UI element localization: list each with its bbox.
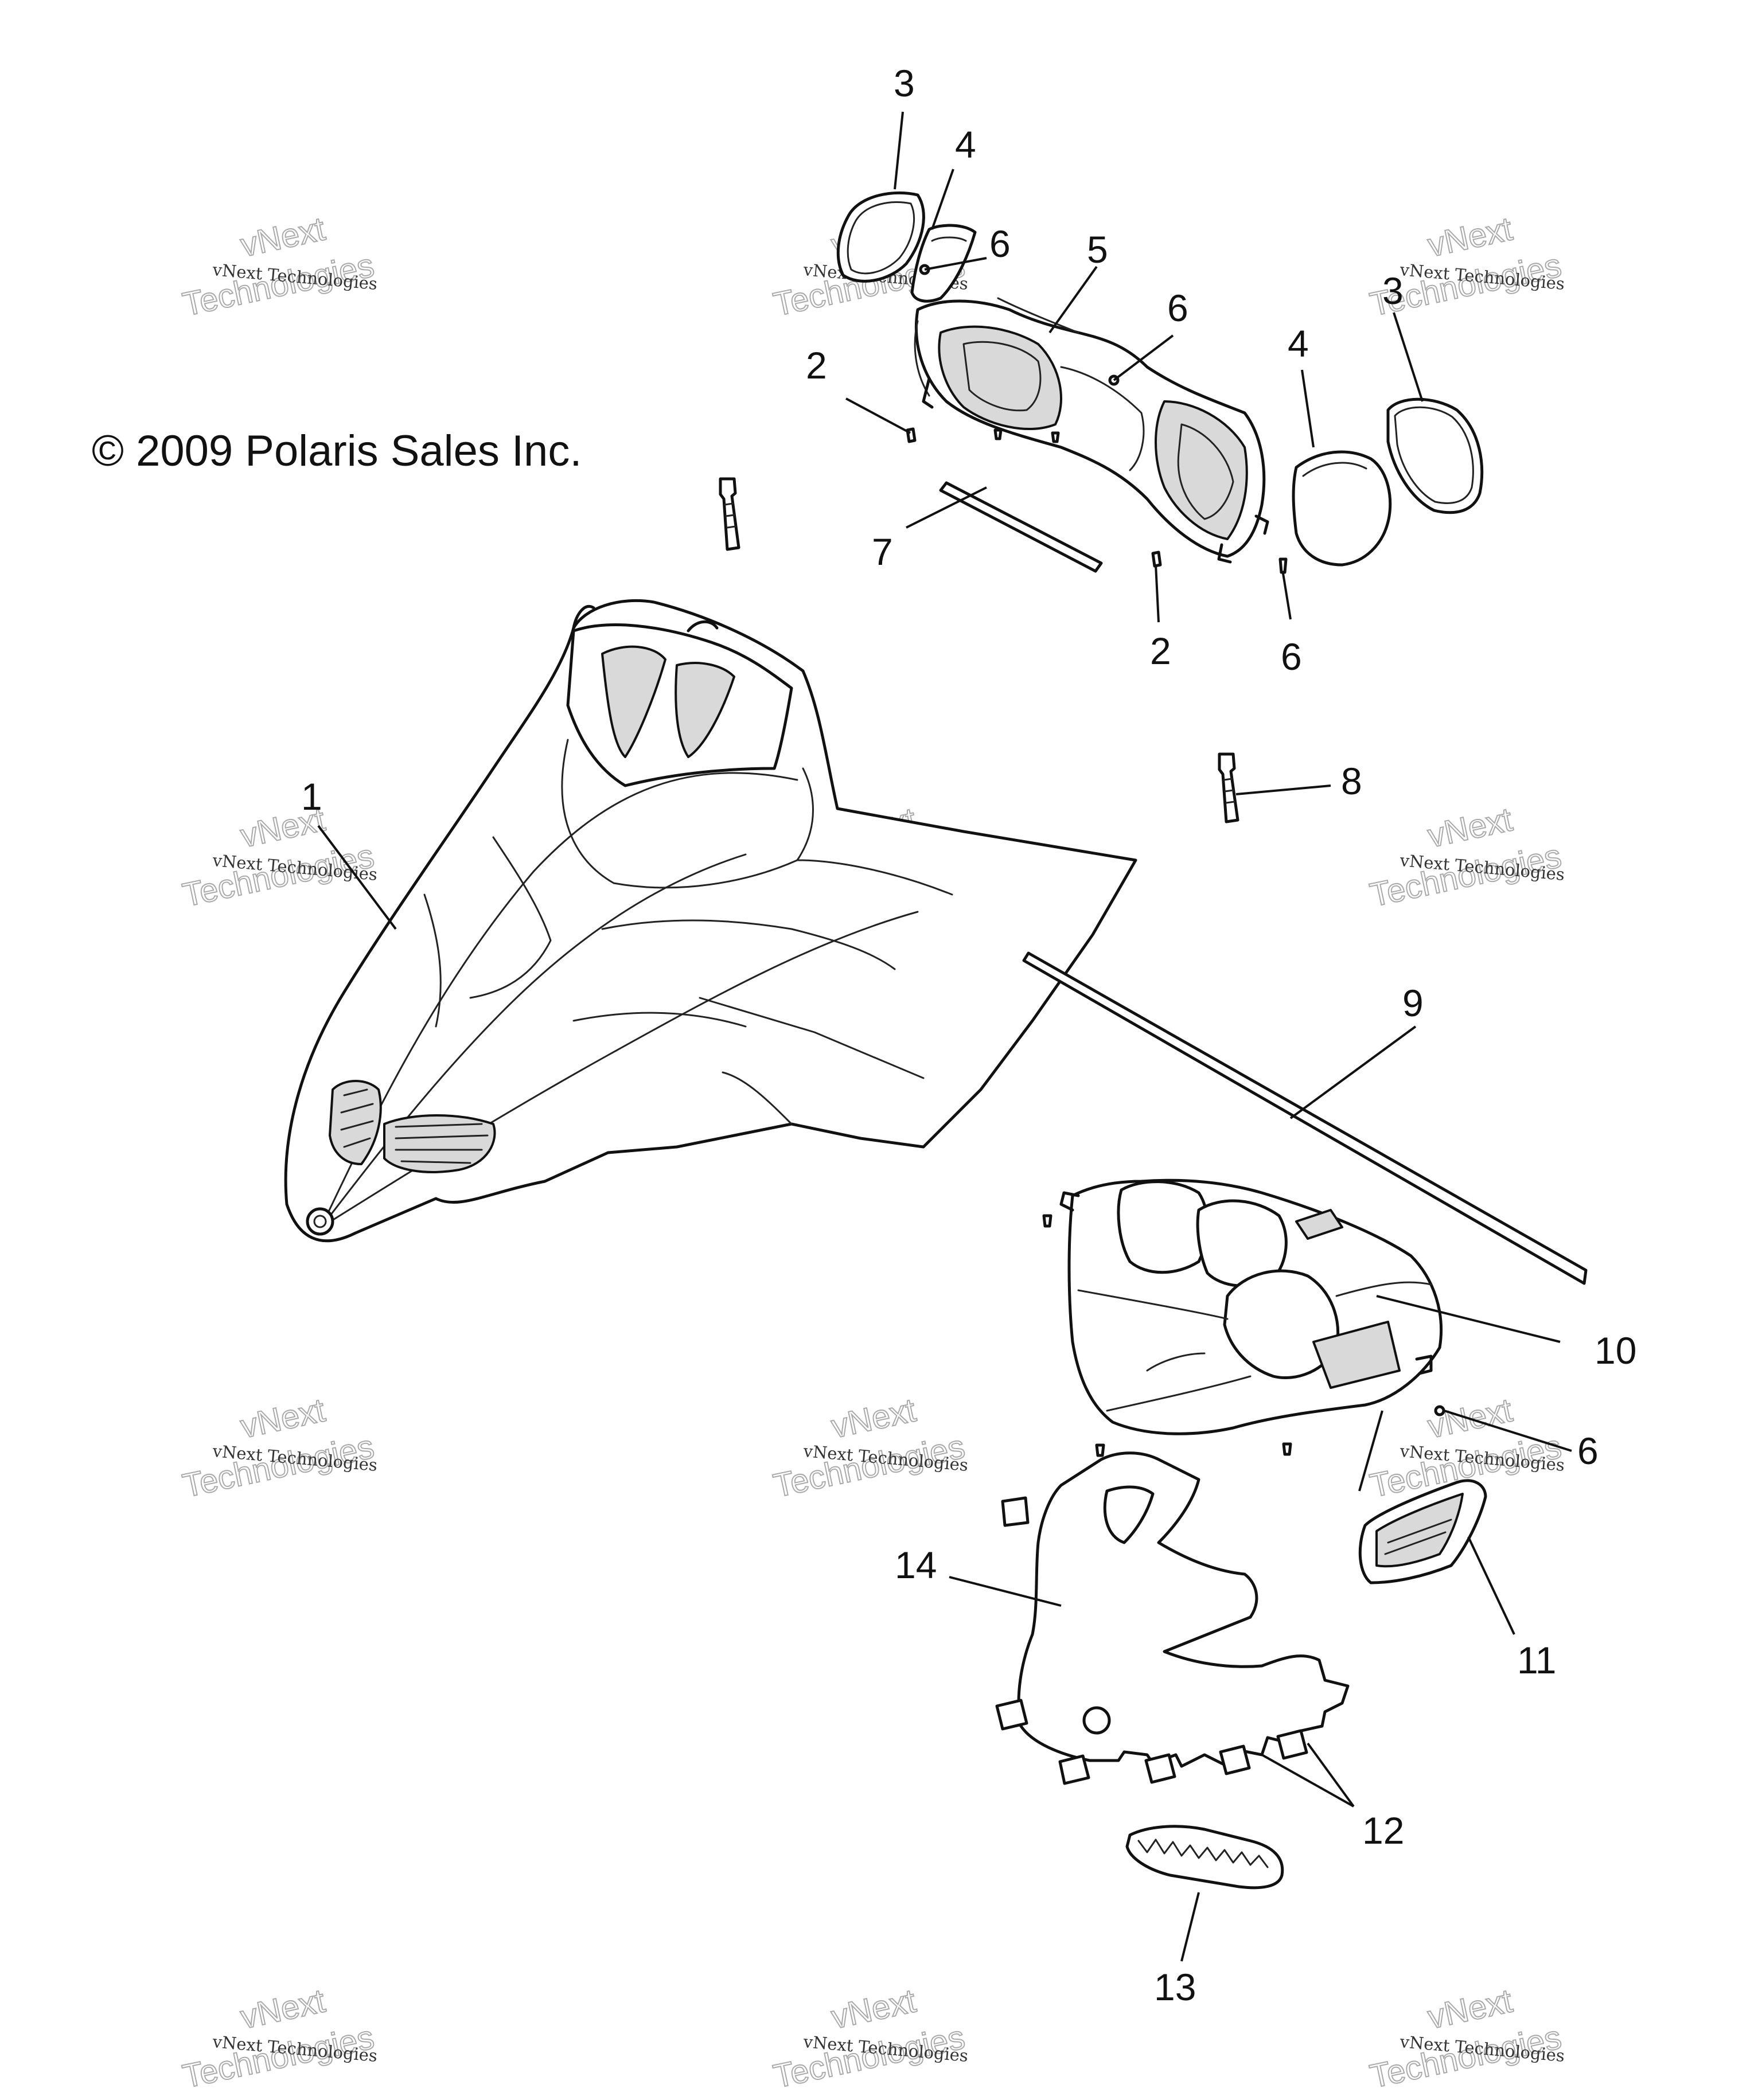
callout-3-right: 3 [1382, 270, 1404, 312]
callout-6-upper-left: 6 [989, 223, 1011, 265]
watermark: vNext Technologies vNext Technologies [179, 1981, 378, 2096]
callout-6-lower: 6 [1281, 635, 1302, 678]
part-9-trim-strip [1022, 951, 1588, 1285]
callout-8: 8 [1341, 760, 1362, 802]
callout-10: 10 [1595, 1329, 1636, 1372]
part-8-clip-left [719, 477, 740, 551]
callout-14: 14 [895, 1544, 937, 1586]
callout-4-right: 4 [1288, 322, 1309, 365]
watermark-big-1: vNext [1425, 210, 1516, 264]
callout-6-panel: 6 [1577, 1430, 1599, 1472]
watermark-big-1: vNext [237, 210, 329, 264]
watermark-big-1: vNext [237, 1982, 329, 2036]
part-12-pads [995, 1496, 1308, 1785]
part-13-foam-pad [1125, 1825, 1284, 1890]
watermark: vNext Technologies vNext Technologies [1366, 1981, 1565, 2096]
watermark: vNext Technologies vNext Technologies [179, 1391, 378, 1505]
part-10-inner-panel [1059, 1178, 1443, 1435]
part-7-trim-strip [939, 481, 1103, 573]
watermark-big-1: vNext [1425, 801, 1516, 854]
callout-4-upper: 4 [955, 123, 976, 166]
part-4-lens-left [910, 224, 977, 303]
callout-11: 11 [1517, 1639, 1557, 1681]
watermark-big-1: vNext [1425, 1982, 1516, 2036]
callout-9: 9 [1402, 982, 1424, 1024]
watermark: vNext Technologies vNext Technologies [770, 1981, 969, 2096]
part-8-clip-right [1218, 752, 1239, 823]
part-1-hood [284, 599, 1137, 1243]
copyright-notice: © 2009 Polaris Sales Inc. [92, 427, 582, 475]
callout-numbers: 3 4 6 5 6 2 3 4 7 2 6 8 1 9 10 6 14 11 1… [301, 62, 1636, 2008]
callout-3-upper: 3 [894, 62, 915, 104]
callout-5: 5 [1087, 228, 1108, 271]
callout-12: 12 [1362, 1809, 1404, 1852]
part-3-bezel-left [836, 191, 925, 283]
callout-2-lower: 2 [1150, 630, 1171, 672]
part-11-vent-duct [1358, 1479, 1487, 1584]
watermark: vNext Technologies vNext Technologies [179, 800, 378, 915]
watermark-big-1: vNext [237, 1391, 329, 1445]
watermark: vNext Technologies vNext Technologies [1366, 800, 1565, 915]
leader-lines [317, 111, 1572, 1962]
watermark: vNext Technologies vNext Technologies [179, 209, 378, 324]
watermark-big-1: vNext [828, 1391, 919, 1445]
part-14-heat-shield [1017, 1451, 1350, 1768]
watermark-big-1: vNext [828, 1982, 919, 2036]
part-3-bezel-right [1386, 397, 1484, 514]
watermark: vNext Technologies vNext Technologies [770, 1391, 969, 1505]
callout-13: 13 [1154, 1966, 1196, 2008]
callout-7: 7 [872, 530, 893, 573]
callout-1: 1 [301, 775, 322, 818]
part-2-screw-lower [1151, 551, 1162, 568]
callout-6-upper-mid: 6 [1167, 287, 1188, 329]
part-5-gauge-housing [914, 297, 1269, 564]
callout-2-left: 2 [806, 344, 827, 387]
part-4-lens-right [1292, 450, 1392, 567]
